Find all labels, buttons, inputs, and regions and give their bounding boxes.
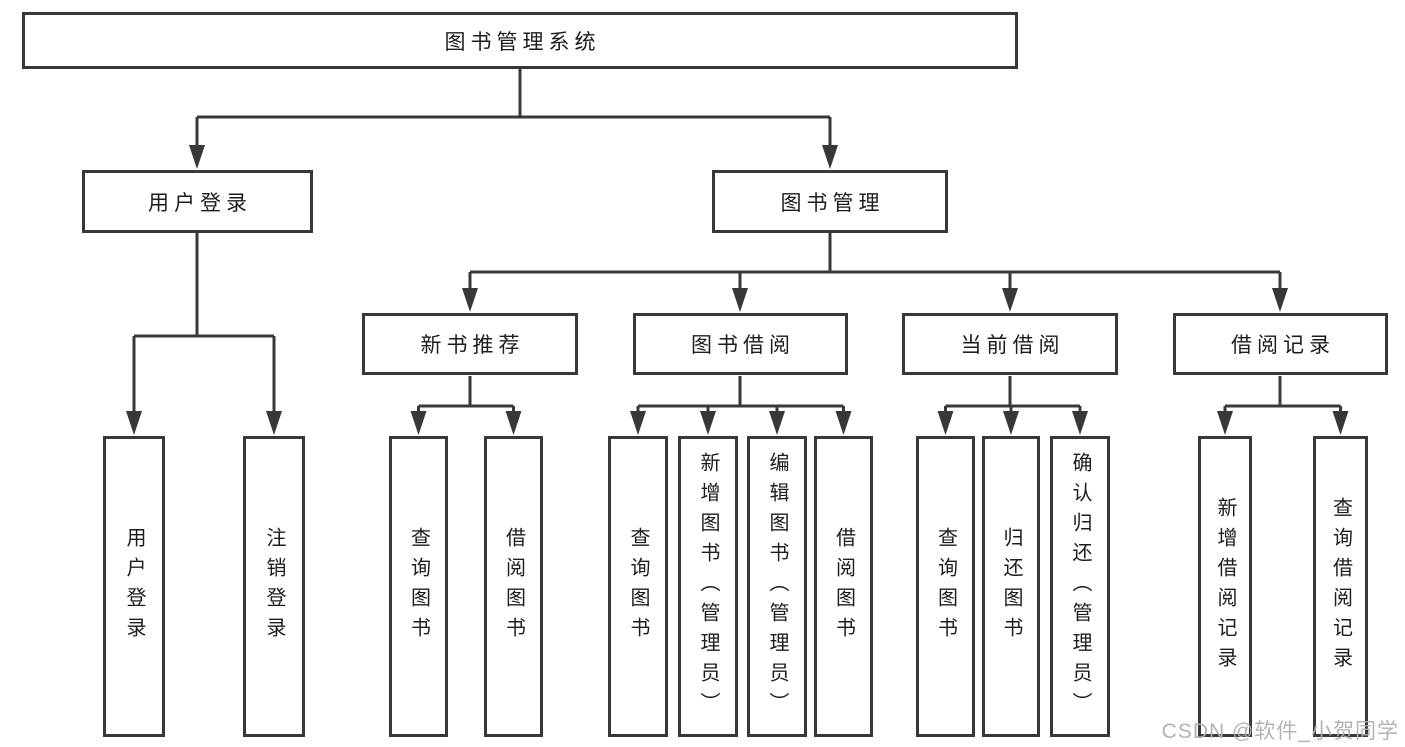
- arrow-down-icon: [189, 145, 205, 169]
- arrowheads: [126, 145, 1349, 435]
- node-label: 注销登录: [263, 526, 285, 647]
- node-user-login: 用户登录: [82, 170, 313, 233]
- arrow-down-icon: [937, 411, 954, 435]
- leaf-logout: 注销登录: [243, 436, 305, 737]
- arrow-down-icon: [266, 411, 282, 435]
- leaf-add-book-admin: 新增图书（管理员）: [678, 436, 738, 737]
- node-label: 确认归还（管理员）: [1069, 451, 1091, 722]
- arrow-down-icon: [769, 411, 785, 435]
- leaf-borrow-books-borrow: 借阅图书: [814, 436, 873, 737]
- node-book-borrow: 图书借阅: [633, 313, 848, 375]
- node-label: 图书管理: [780, 191, 885, 215]
- node-current-borrow: 当前借阅: [902, 313, 1118, 375]
- arrow-down-icon: [410, 411, 427, 435]
- node-label: 用户登录: [148, 191, 252, 215]
- node-new-book-recommend: 新书推荐: [362, 313, 578, 375]
- node-label: 借阅图书: [502, 526, 525, 647]
- arrow-down-icon: [126, 411, 142, 435]
- node-label: 查询图书: [627, 526, 649, 647]
- node-label: 借阅图书: [832, 526, 855, 647]
- arrow-down-icon: [1002, 288, 1018, 312]
- arrow-down-icon: [1217, 411, 1233, 435]
- leaf-edit-book-admin: 编辑图书（管理员）: [747, 436, 807, 737]
- leaf-query-books-current: 查询图书: [916, 436, 975, 737]
- node-label: 图书借阅: [691, 334, 795, 357]
- node-label: 新书推荐: [420, 334, 525, 357]
- node-label: 新增借阅记录: [1214, 496, 1236, 677]
- leaf-borrow-books-recommend: 借阅图书: [484, 436, 543, 737]
- node-label: 查询借阅记录: [1329, 496, 1352, 677]
- arrow-down-icon: [822, 145, 838, 169]
- node-label: 查询图书: [934, 526, 957, 647]
- node-borrow-records: 借阅记录: [1173, 313, 1388, 375]
- arrow-down-icon: [1072, 411, 1088, 435]
- connector-stems: [132, 68, 1342, 414]
- leaf-query-books-recommend: 查询图书: [389, 436, 448, 737]
- node-book-management: 图书管理: [712, 170, 948, 233]
- arrow-down-icon: [1003, 411, 1019, 435]
- node-label: 用户登录: [123, 526, 145, 647]
- node-label: 编辑图书（管理员）: [766, 451, 788, 722]
- arrow-down-icon: [630, 411, 646, 435]
- leaf-user-login: 用户登录: [103, 436, 165, 737]
- leaf-return-books: 归还图书: [982, 436, 1040, 737]
- arrow-down-icon: [1272, 288, 1288, 312]
- node-label: 借阅记录: [1231, 334, 1335, 357]
- arrow-down-icon: [505, 411, 522, 435]
- node-book-management-system: 图书管理系统: [22, 12, 1018, 69]
- csdn-watermark: CSDN @软件_小贺同学: [1161, 720, 1399, 743]
- arrow-down-icon: [462, 288, 478, 312]
- arrow-down-icon: [835, 411, 852, 435]
- arrow-down-icon: [700, 411, 716, 435]
- leaf-query-books-borrow: 查询图书: [608, 436, 668, 737]
- arrow-down-icon: [732, 288, 748, 312]
- node-label: 查询图书: [407, 526, 430, 647]
- node-label: 归还图书: [1000, 526, 1022, 647]
- leaf-confirm-return-admin: 确认归还（管理员）: [1050, 436, 1110, 737]
- leaf-query-borrow-record: 查询借阅记录: [1313, 436, 1368, 737]
- arrow-down-icon: [1332, 411, 1349, 435]
- node-label: 图书管理系统: [444, 30, 601, 54]
- node-label: 当前借阅: [960, 334, 1065, 357]
- leaf-add-borrow-record: 新增借阅记录: [1198, 436, 1252, 737]
- node-label: 新增图书（管理员）: [697, 451, 719, 722]
